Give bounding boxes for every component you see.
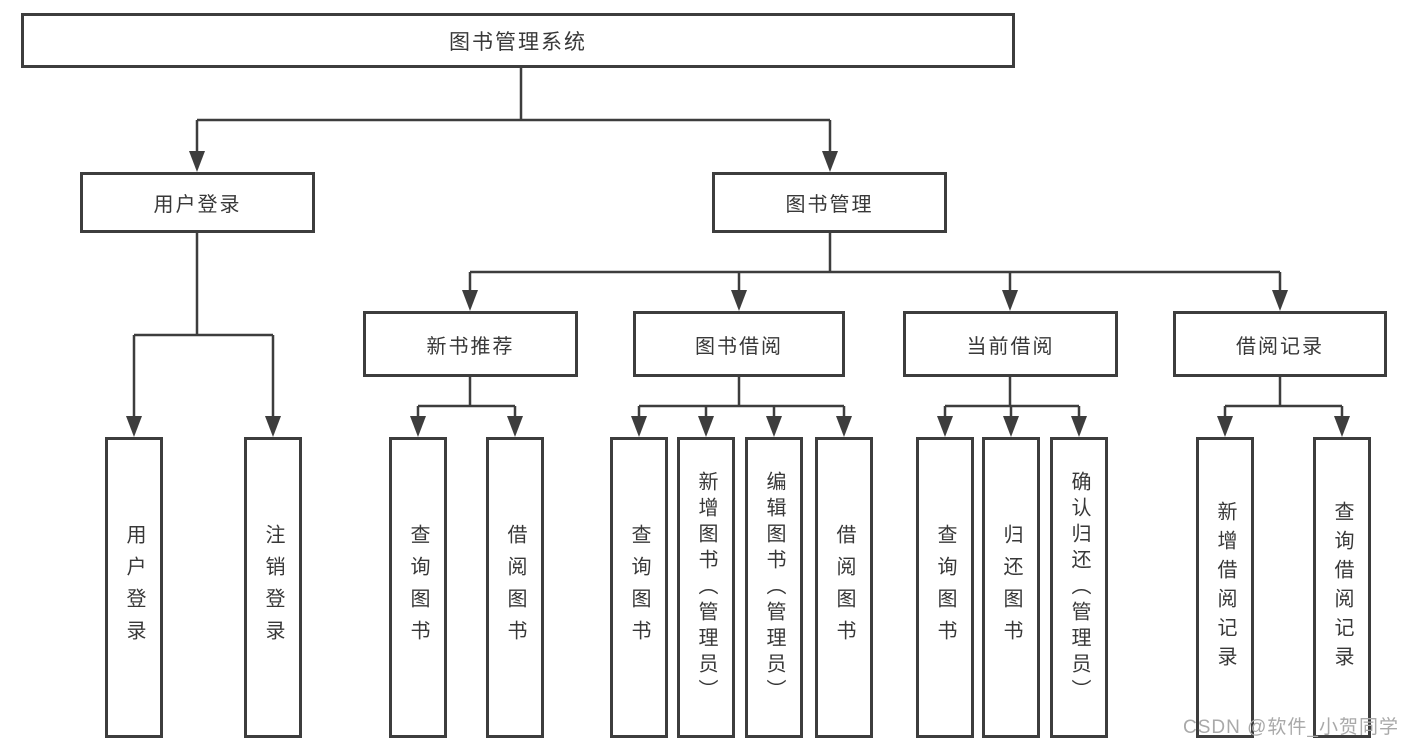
node-current-borrowing: 当前借阅 (903, 311, 1118, 377)
leaf-logout: 注销登录 (244, 437, 302, 738)
node-borrowing-records: 借阅记录 (1173, 311, 1387, 377)
leaf-query-borrow-record: 查询借阅记录 (1313, 437, 1371, 738)
node-user-login: 用户登录 (80, 172, 315, 233)
leaf-confirm-return-admin: 确认归还（管理员） (1050, 437, 1108, 738)
leaf-query-books-recommend: 查询图书 (389, 437, 447, 738)
connector-book-management-children (462, 233, 1288, 311)
node-book-borrowing: 图书借阅 (633, 311, 845, 377)
leaf-add-books-admin: 新增图书（管理员） (677, 437, 735, 738)
leaf-borrow-books-recommend: 借阅图书 (486, 437, 544, 738)
leaf-return-books: 归还图书 (982, 437, 1040, 738)
leaf-edit-books-admin: 编辑图书（管理员） (745, 437, 803, 738)
connector-current-borrowing-children (937, 377, 1087, 437)
leaf-add-borrow-record: 新增借阅记录 (1196, 437, 1254, 738)
node-book-management: 图书管理 (712, 172, 947, 233)
node-new-book-recommendation: 新书推荐 (363, 311, 578, 377)
connector-user-login-children (126, 233, 281, 437)
leaf-borrow-books-borrow: 借阅图书 (815, 437, 873, 738)
leaf-query-books-borrow: 查询图书 (610, 437, 668, 738)
watermark: CSDN @软件_小贺同学 (1183, 717, 1399, 738)
node-library-system: 图书管理系统 (21, 13, 1015, 68)
connector-book-borrowing-children (631, 377, 852, 437)
leaf-query-books-current: 查询图书 (916, 437, 974, 738)
connector-borrowing-records-children (1217, 377, 1350, 437)
leaf-user-login: 用户登录 (105, 437, 163, 738)
connector-new-book-recommendation-children (410, 377, 523, 437)
connector-root-to-level2 (189, 68, 838, 172)
